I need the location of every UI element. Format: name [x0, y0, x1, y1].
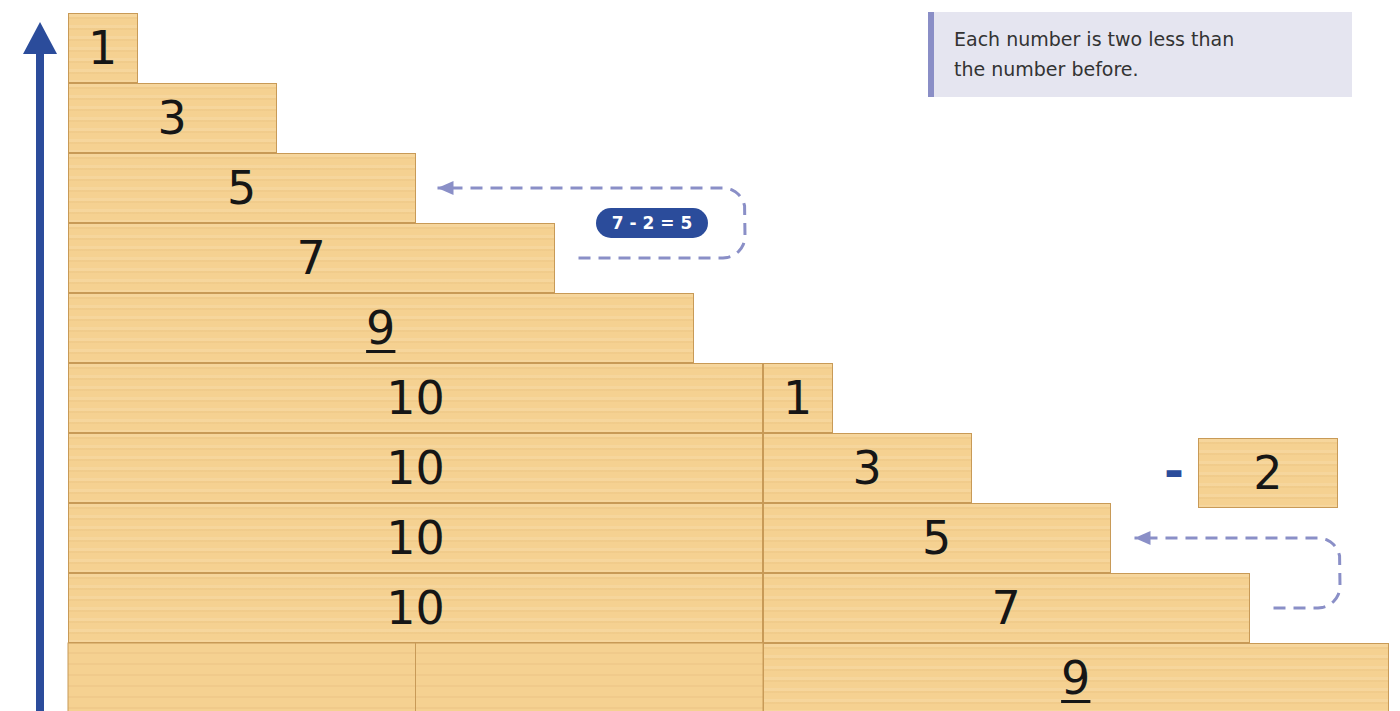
number-plank: 10: [68, 573, 763, 643]
number-plank: 7: [763, 573, 1250, 643]
number-plank: 7: [68, 223, 555, 293]
plank-number: 10: [386, 515, 445, 561]
axis-arrow-shaft: [36, 48, 44, 711]
blank-plank: [416, 643, 764, 711]
number-plank: 1: [68, 13, 138, 83]
plank-number: 10: [386, 445, 445, 491]
number-plank: 5: [68, 153, 416, 223]
plank-number: 1: [783, 375, 812, 421]
equation-pill: 7 - 2 = 5: [596, 208, 708, 238]
number-plank: 2: [1198, 438, 1338, 508]
plank-number: 10: [386, 375, 445, 421]
number-plank: 10: [68, 363, 763, 433]
plank-number: 1: [88, 25, 117, 71]
number-plank: 1: [763, 363, 833, 433]
plank-number: 3: [158, 95, 187, 141]
number-plank: 10: [68, 503, 763, 573]
minus-sign: -: [1164, 446, 1184, 494]
note-box: Each number is two less than the number …: [928, 12, 1352, 97]
blank-plank: [68, 643, 416, 711]
plank-number: 9: [366, 305, 395, 351]
plank-number: 7: [992, 585, 1021, 631]
plank-number: 2: [1253, 450, 1282, 496]
plank-number: 5: [922, 515, 951, 561]
number-plank: 9: [68, 293, 694, 363]
number-plank: 5: [763, 503, 1111, 573]
plank-number: 9: [1061, 655, 1090, 701]
number-plank: 9: [763, 643, 1389, 711]
note-text: Each number is two less than the number …: [954, 25, 1254, 84]
axis-arrow-head: [23, 22, 57, 54]
number-plank: 3: [68, 83, 277, 153]
number-plank: 3: [763, 433, 972, 503]
number-plank: 10: [68, 433, 763, 503]
plank-number: 10: [386, 585, 445, 631]
plank-number: 5: [227, 165, 256, 211]
plank-number: 3: [853, 445, 882, 491]
plank-number: 7: [297, 235, 326, 281]
